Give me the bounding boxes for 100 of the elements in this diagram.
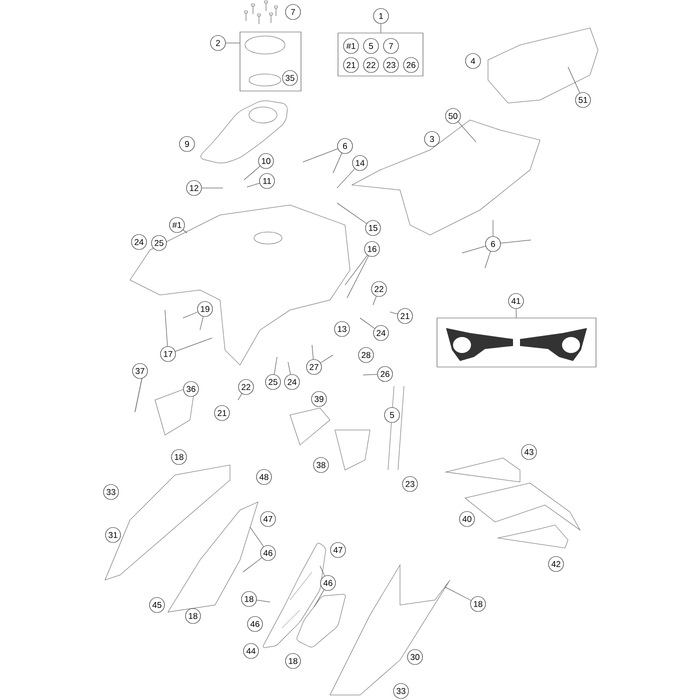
leader-line — [250, 526, 264, 547]
leader-line — [175, 338, 212, 352]
leader-line — [256, 600, 270, 602]
leader-line — [362, 374, 378, 376]
callout-number: 21 — [343, 57, 359, 73]
kit-frame — [338, 32, 424, 76]
callout-number: 24 — [131, 234, 147, 250]
callout-number: 42 — [548, 556, 564, 572]
leader-line — [390, 312, 398, 314]
callout-number: 19 — [197, 301, 213, 317]
callout-number: 45 — [149, 597, 165, 613]
callout-number: 22 — [371, 281, 387, 297]
leader-line — [302, 148, 338, 162]
callout-number: 26 — [377, 366, 393, 382]
callout-number: 40 — [459, 511, 475, 527]
callout-number: 21 — [214, 405, 230, 421]
callout-number: 14 — [352, 155, 368, 171]
callout-number: 51 — [575, 92, 591, 108]
callout-number: 35 — [282, 70, 298, 86]
callout-number: 11 — [259, 173, 275, 189]
callout-number: 17 — [160, 346, 176, 362]
leader-line — [182, 312, 198, 318]
callout-number: 6 — [485, 236, 501, 252]
callout-number: 39 — [311, 391, 327, 407]
callout-number: 18 — [470, 596, 486, 612]
callout-number: 47 — [330, 542, 346, 558]
callout-number: #1 — [169, 217, 185, 233]
leader-line — [336, 202, 367, 224]
callout-number: 28 — [358, 347, 374, 363]
leader-line — [320, 354, 334, 364]
callout-number: 5 — [363, 38, 379, 54]
leader-line — [288, 362, 291, 375]
leader-line — [458, 122, 476, 142]
callout-number: 7 — [285, 4, 301, 20]
leader-line — [200, 316, 204, 330]
leader-line — [484, 251, 491, 268]
leader-line — [314, 590, 324, 608]
leader-line — [360, 318, 375, 329]
callout-number: 25 — [265, 374, 281, 390]
callout-number: 16 — [364, 241, 380, 257]
leader-line — [346, 256, 369, 298]
callout-number: 1 — [373, 8, 389, 24]
callout-number: 43 — [521, 444, 537, 460]
callout-number: #1 — [343, 38, 359, 54]
callout-number: 33 — [393, 683, 409, 699]
leader-line — [568, 66, 580, 94]
callout-number: 4 — [465, 53, 481, 69]
leader-line — [238, 393, 242, 400]
callout-number: 18 — [171, 449, 187, 465]
callout-number: 5 — [384, 407, 400, 423]
callout-number: 25 — [151, 235, 167, 251]
leader-line — [462, 246, 486, 254]
callout-number: 46 — [260, 545, 276, 561]
callout-number: 23 — [383, 57, 399, 73]
callout-number: 37 — [132, 363, 148, 379]
leader-line — [320, 566, 325, 576]
callout-number: 31 — [105, 527, 121, 543]
callout-number: 46 — [320, 575, 336, 591]
callout-number: 36 — [183, 381, 199, 397]
leader-line — [344, 255, 368, 286]
callout-number: 23 — [402, 476, 418, 492]
callout-number: 46 — [247, 616, 263, 632]
callout-number: 12 — [186, 180, 202, 196]
callout-number: 9 — [179, 136, 195, 152]
leader-line — [274, 356, 278, 375]
callout-number: 50 — [445, 108, 461, 124]
callout-number: 3 — [424, 131, 440, 147]
callout-number: 48 — [256, 469, 272, 485]
callout-number: 6 — [337, 138, 353, 154]
callout-number: 15 — [365, 220, 381, 236]
leader-line — [312, 344, 314, 360]
leader-line — [164, 310, 168, 346]
kit-frame — [240, 32, 302, 92]
callout-number: 2 — [210, 35, 226, 51]
leader-line — [226, 42, 240, 44]
callout-number: 18 — [241, 591, 257, 607]
leader-line — [336, 168, 355, 188]
callout-number: 47 — [260, 511, 276, 527]
leader-line — [444, 586, 472, 601]
kit-frame — [436, 318, 596, 368]
callout-number: 30 — [407, 649, 423, 665]
callout-number: 24 — [284, 374, 300, 390]
callout-number: 22 — [238, 379, 254, 395]
leader-line — [492, 220, 494, 236]
callout-number: 44 — [243, 643, 259, 659]
callout-number: 7 — [383, 38, 399, 54]
leader-line — [332, 152, 342, 174]
leader-line — [182, 230, 188, 234]
callout-number: 26 — [403, 57, 419, 73]
callout-number: 24 — [373, 325, 389, 341]
leader-line — [244, 166, 260, 180]
callout-number: 27 — [306, 359, 322, 375]
callout-number: 22 — [363, 57, 379, 73]
callout-number: 18 — [285, 653, 301, 669]
callout-number: 18 — [185, 608, 201, 624]
callout-number: 41 — [508, 293, 524, 309]
leader-line — [500, 240, 532, 244]
leader-line — [372, 296, 377, 306]
callout-number: 33 — [103, 484, 119, 500]
callout-number: 38 — [313, 457, 329, 473]
